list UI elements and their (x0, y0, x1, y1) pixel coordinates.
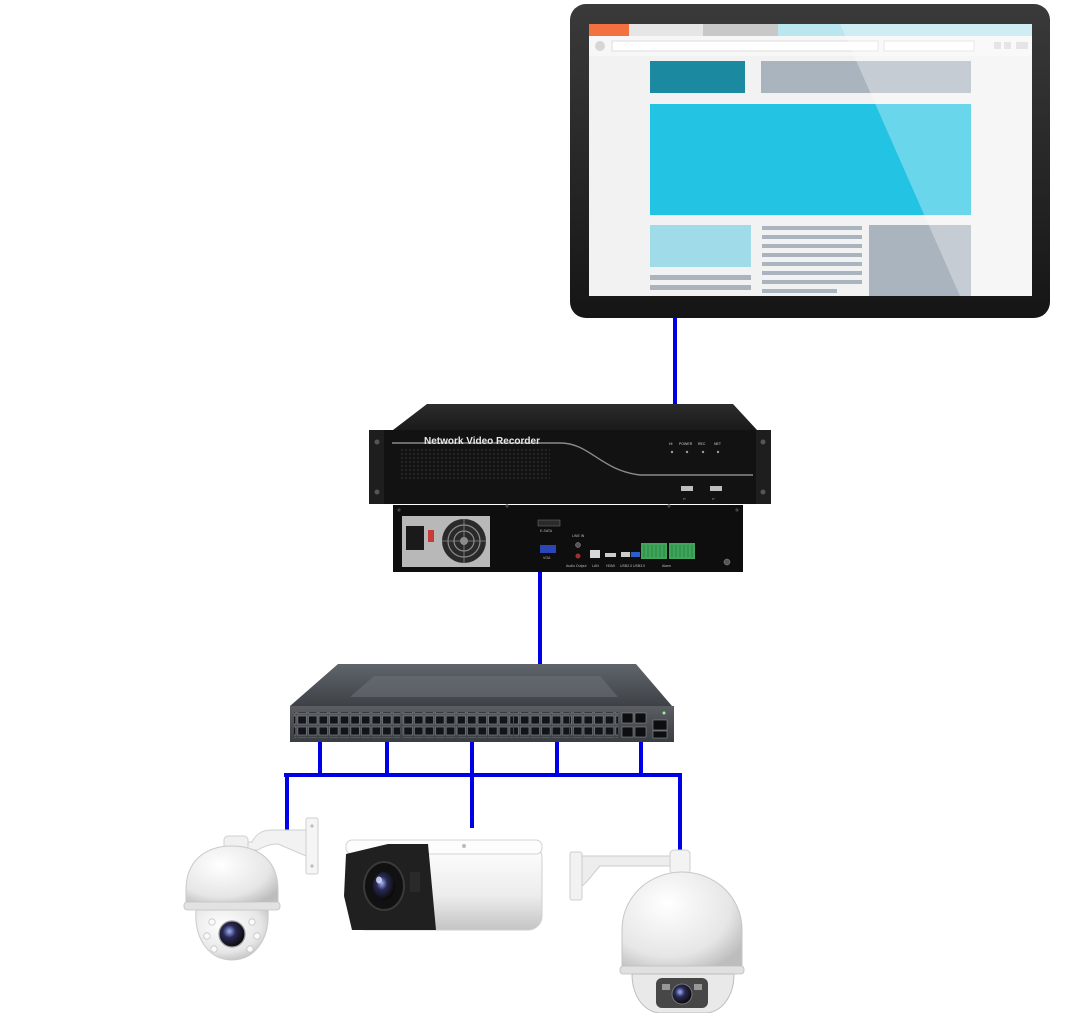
nvr-front-swoosh (392, 442, 753, 476)
switch-status-led (662, 711, 666, 715)
svg-text:Alarm: Alarm (662, 564, 671, 568)
page-text-line (650, 285, 751, 290)
page-header-block (650, 61, 745, 93)
page-card-image (650, 225, 751, 267)
switch-port-bank (570, 712, 618, 738)
browser-active-tab (589, 24, 629, 36)
page-header-block (761, 61, 971, 93)
bullet-camera (344, 839, 543, 931)
svg-text:⇐: ⇐ (683, 497, 687, 501)
nvr-vent-grille (400, 447, 550, 480)
camera-lens (218, 920, 246, 948)
nvr-rack-ear-right (755, 430, 771, 504)
ptz-dome-camera (183, 817, 319, 961)
hdmi-port (605, 553, 616, 557)
switch-console-ports (652, 719, 668, 739)
lan-port (590, 550, 600, 558)
camera-lens (671, 983, 693, 1005)
browser-menu-icon (994, 42, 1001, 49)
svg-text:LINE IN: LINE IN (572, 534, 585, 538)
nvr-top-lid (393, 404, 757, 430)
screen-glare (840, 24, 1032, 296)
svg-text:VGA: VGA (543, 556, 551, 560)
nvr-power-supply (402, 516, 490, 567)
switch-port-bank (350, 712, 400, 738)
wall-mount-arm (581, 855, 691, 887)
camera-housing-ring (183, 901, 281, 911)
page-text-lines (762, 226, 862, 293)
browser-back-icon (595, 41, 605, 51)
wall-mount-plate (569, 851, 583, 901)
browser-menu-icon (1004, 42, 1011, 49)
nvr-rear-ports: E-SATA VGA LINE IN Audio Output LAN HDMI… (537, 519, 731, 568)
nvr-indicator-label: POWER (679, 442, 693, 446)
switch-port-bank (458, 712, 513, 738)
switch-port-bank (294, 712, 349, 738)
nvr-indicator-label: NET (714, 442, 722, 446)
page-card-image (869, 225, 971, 296)
browser-menu-icon (1016, 42, 1028, 49)
camera-housing (185, 845, 279, 907)
switch-top-highlight (350, 676, 618, 697)
speed-dome-camera (569, 849, 745, 1013)
camera-status-strip (410, 872, 420, 892)
nvr-front-label: Network Video Recorder (424, 436, 540, 447)
nvr-indicator-label: HI (669, 442, 673, 446)
nvr-status-leds (670, 450, 720, 454)
switch-port-bank (402, 712, 457, 738)
svg-text:E-SATA: E-SATA (540, 529, 553, 533)
svg-text:⇐: ⇐ (712, 497, 716, 501)
browser-search-bar (883, 40, 975, 52)
svg-text:LAN: LAN (592, 564, 599, 568)
network-links (284, 318, 682, 862)
alarm-terminal-block (641, 543, 667, 559)
ground-screw (723, 558, 731, 566)
svg-text:USB2.0 USB3.0: USB2.0 USB3.0 (620, 564, 645, 568)
browser-address-bar (611, 40, 879, 52)
esata-port (537, 519, 561, 527)
network-switch (290, 664, 674, 742)
power-switch (428, 530, 434, 542)
nvr-indicator-label: REC (698, 442, 706, 446)
browser-window (589, 24, 1032, 296)
camera-housing-ring (619, 965, 745, 975)
nvr-front-usb-ports: ⇐ ⇐ (681, 486, 722, 501)
camera-neck (669, 849, 691, 875)
alarm-terminal-block (669, 543, 695, 559)
audio-in-jack (575, 542, 581, 548)
ir-led-ring (203, 918, 261, 953)
vga-port (540, 545, 556, 553)
usb-port (621, 552, 630, 557)
camera-housing (621, 871, 743, 973)
usb3-port (631, 552, 640, 557)
browser-tab (703, 24, 778, 36)
power-socket (406, 526, 424, 550)
nvr-rack-ear-left (369, 430, 385, 504)
svg-text:HDMI: HDMI (606, 564, 615, 568)
svg-text:Audio Output: Audio Output (566, 564, 586, 568)
usb-port-icon (681, 486, 693, 491)
network-video-recorder: Network Video Recorder HI POWER REC NET … (369, 404, 771, 572)
page-text-line (650, 275, 751, 280)
browser-tab (778, 24, 1032, 36)
monitor (570, 4, 1050, 318)
switch-sfp-ports (621, 712, 647, 738)
nvr-indicator-labels: HI POWER REC NET (669, 442, 722, 446)
audio-out-jack (575, 553, 581, 559)
page-hero-banner (650, 104, 971, 215)
switch-port-bank (514, 712, 569, 738)
usb-port-icon (710, 486, 722, 491)
